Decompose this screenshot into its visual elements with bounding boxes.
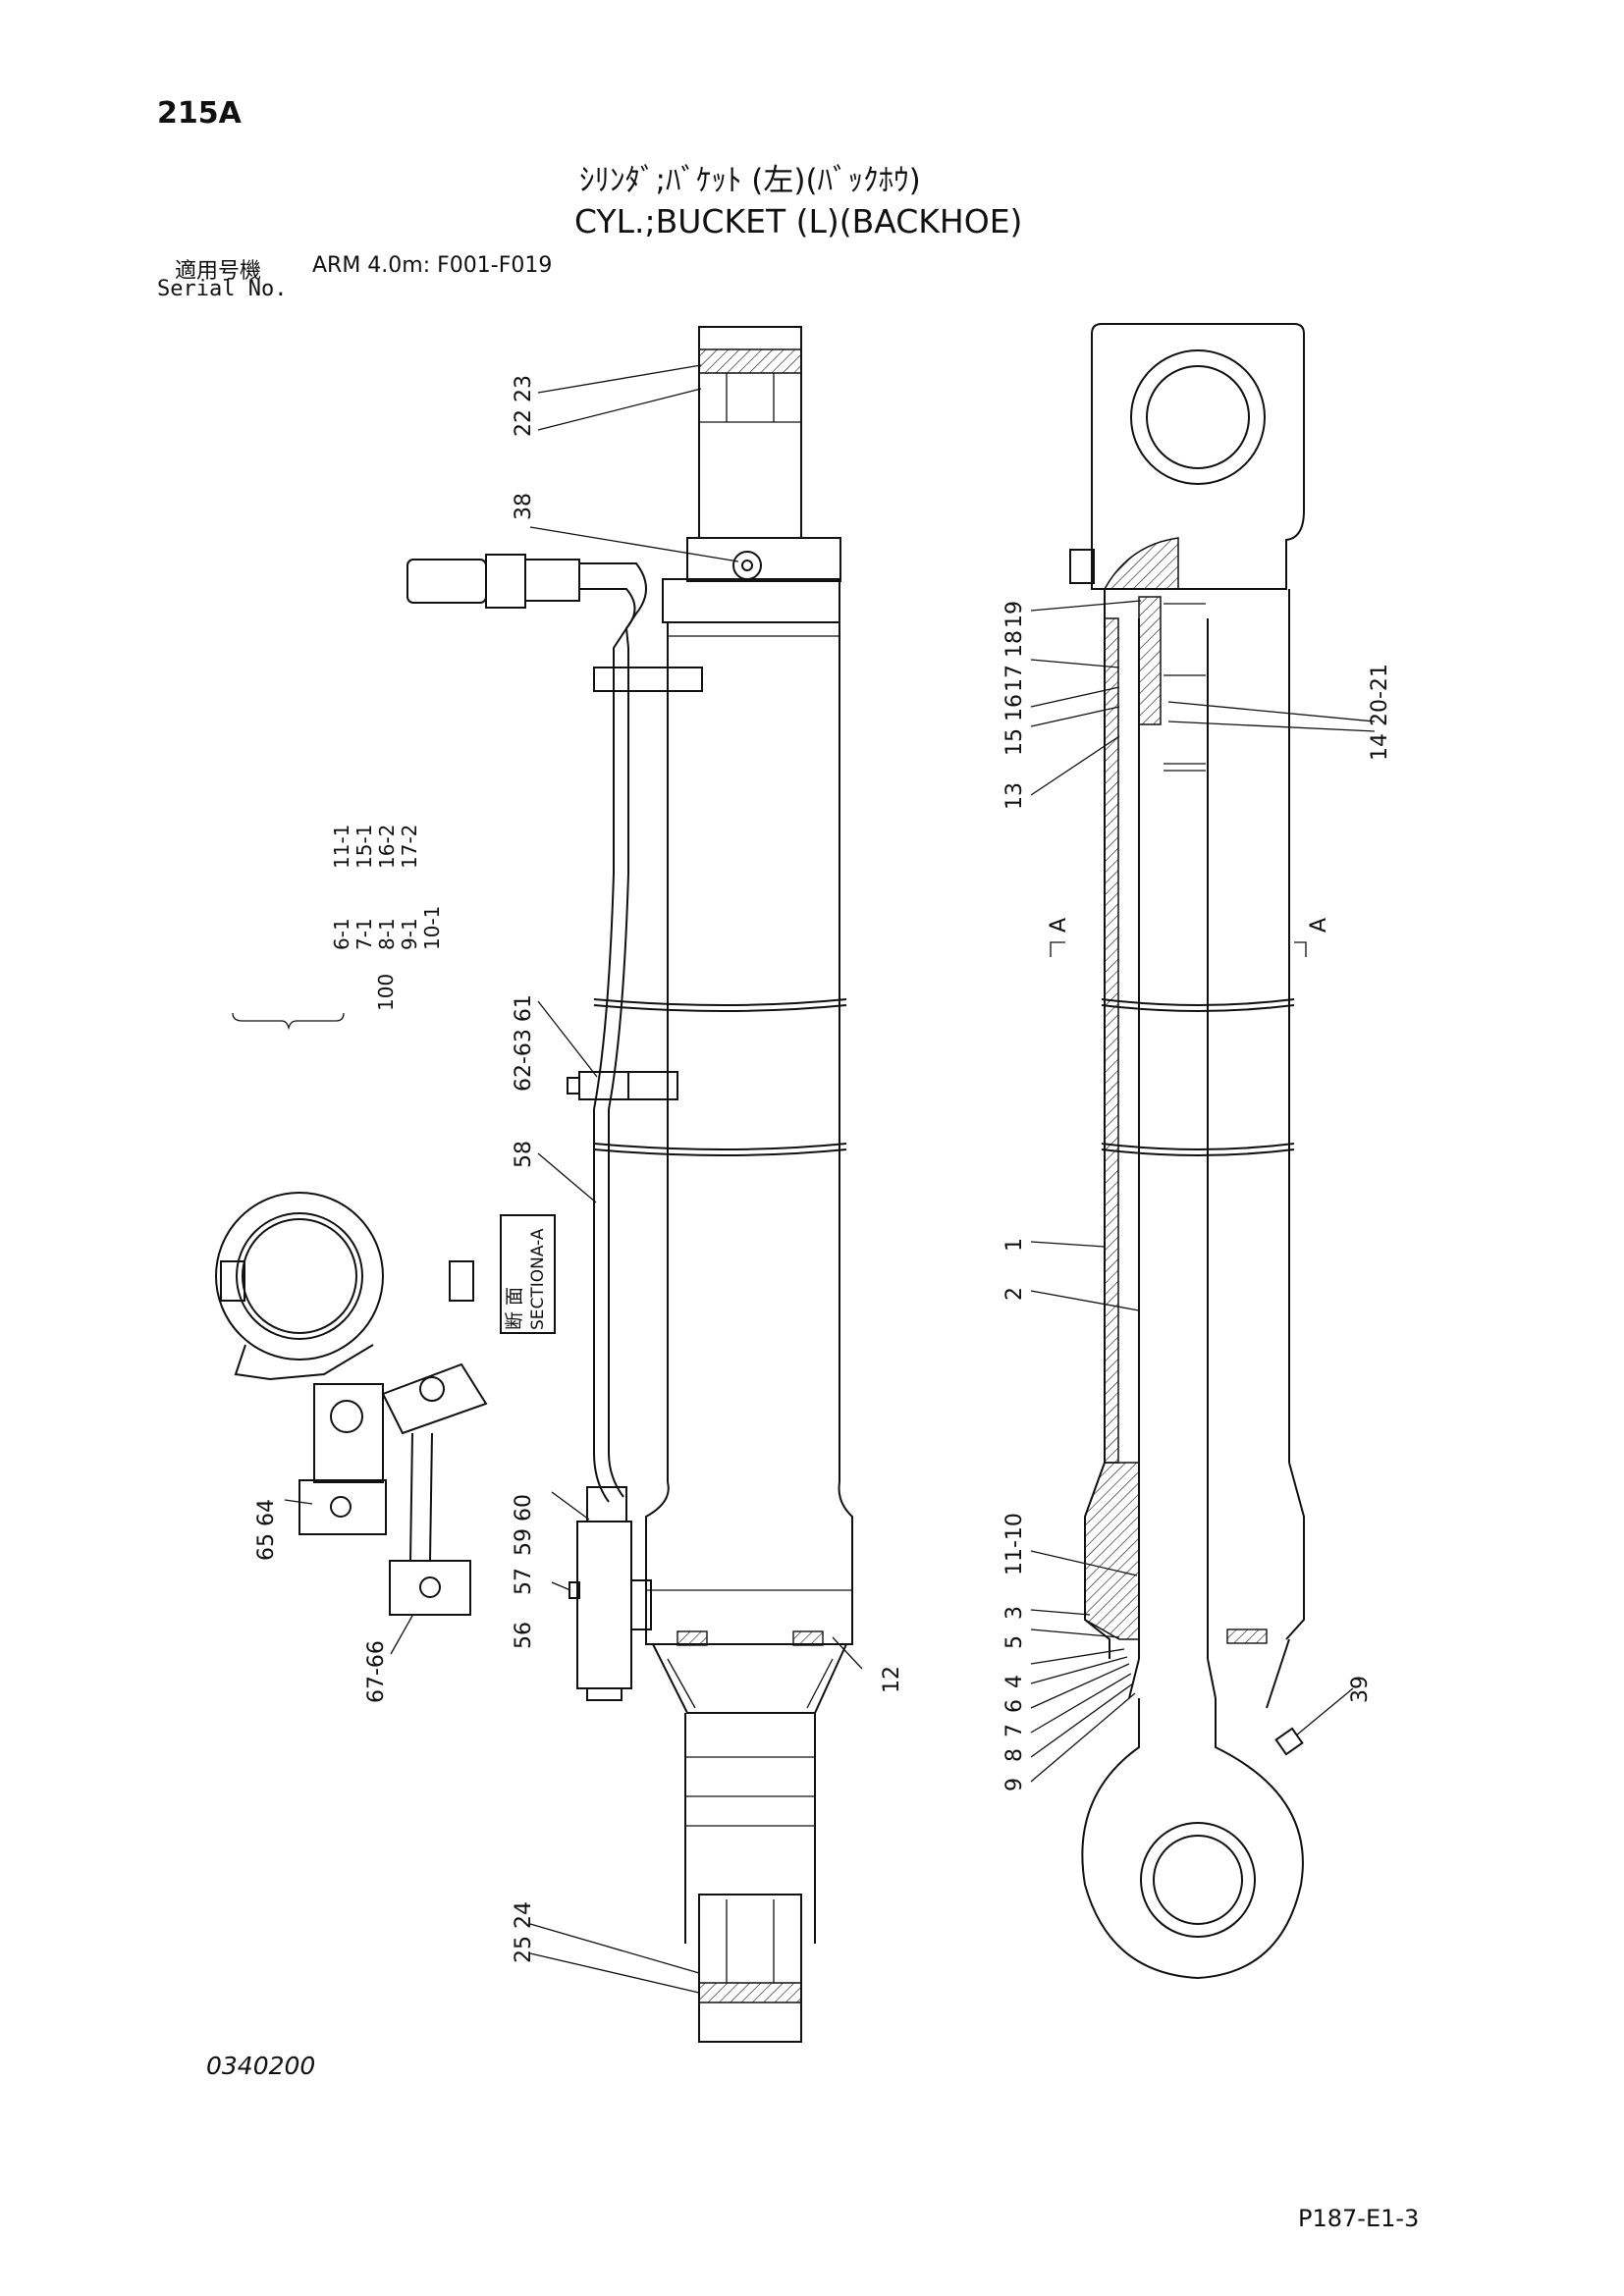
head-block [686,537,841,582]
valve-block [576,1521,632,1689]
callout-9: 9 [1002,1778,1027,1791]
head-eye [1091,323,1305,590]
drawing-number: 0340200 [206,2052,316,2080]
callout-3: 3 [1002,1606,1027,1620]
callout-12: 12 [880,1666,904,1693]
callout-7: 7 [1002,1724,1027,1737]
section-mark-right: A [1307,918,1331,933]
kit-col2-item: 17-2 [398,825,421,869]
kit-col1-item: 10-1 [420,906,444,950]
block-64 [298,1479,387,1535]
kit-col1-item: 6-1 [330,918,353,950]
callout-2: 2 [1002,1287,1027,1301]
callout-4: 4 [1002,1675,1027,1688]
callout-17-18: 17 18 [1002,630,1027,692]
kit-main: 100 [374,974,398,1011]
page-reference: P187-E1-3 [1298,2205,1420,2232]
kit-col2-item: 16-2 [375,825,399,869]
callout-39: 39 [1348,1676,1373,1703]
callout-59-60: 59 60 [512,1494,536,1556]
callout-38: 38 [512,493,536,520]
tail-block [645,1481,853,1645]
kit-col2-item: 11-1 [330,825,353,869]
callout-58: 58 [512,1141,536,1168]
callout-22-23: 22 23 [512,375,536,437]
callout-1: 1 [1002,1238,1027,1252]
serial-label-english: Serial No. [157,277,288,301]
callout-19: 19 [1002,601,1027,628]
serial-label-japanese: 適用号機 [175,259,262,284]
section-a-a-detail [215,1192,488,1616]
title-english: CYL.;BUCKET (L)(BACKHOE) [574,202,1023,240]
callout-65-64: 65 64 [254,1499,279,1561]
page-code: 215A [157,96,242,131]
kit-col1-item: 8-1 [375,918,399,950]
callout-25-24: 25 24 [512,1901,536,1963]
piston-rod [684,1713,816,1944]
right-view-cylinder [1069,323,1305,1980]
callout-8: 8 [1002,1748,1027,1762]
kit-col1-item: 7-1 [352,918,376,950]
kit-col1-item: 9-1 [398,918,421,950]
main-tube [667,622,840,1482]
hose-58 [579,562,647,1503]
callout-56: 56 [512,1622,536,1649]
title-japanese: ｼﾘﾝﾀﾞ;ﾊﾞｹｯﾄ (左)(ﾊﾞｯｸﾎｳ) [579,163,921,198]
rod-eye [1081,1698,1304,1980]
section-label-en: SECTIONA-A [528,1228,548,1330]
section-label-box: 断 面 SECTIONA-A [500,1214,556,1334]
callout-5: 5 [1002,1635,1027,1649]
callout-15-16: 15 16 [1002,694,1027,756]
kit-col2-item: 15-1 [352,825,376,869]
callout-labels: 22 23 38 62-63 61 58 59 60 57 56 12 25 2… [254,375,1392,1963]
bottom-stub [698,1894,802,2043]
callout-62-63-61: 62-63 61 [512,994,536,1092]
leader-lines [284,364,1376,1994]
callout-57: 57 [512,1568,536,1595]
callout-13: 13 [1002,782,1027,810]
left-view-cylinder [406,326,853,2043]
block-66 [389,1560,471,1616]
callout-67-66: 67-66 [364,1640,389,1703]
section-label-jp: 断 面 [504,1287,525,1330]
section-mark-left: A [1047,918,1071,933]
serial-value: ARM 4.0m: F001-F019 [312,253,553,278]
callout-11-10: 11-10 [1002,1513,1027,1575]
kit-note: 100 6-1 7-1 8-1 9-1 10-1 11-1 15-1 16-2 … [232,825,444,1031]
callout-6: 6 [1002,1699,1027,1713]
callout-14-20-21: 14 20-21 [1368,664,1392,761]
